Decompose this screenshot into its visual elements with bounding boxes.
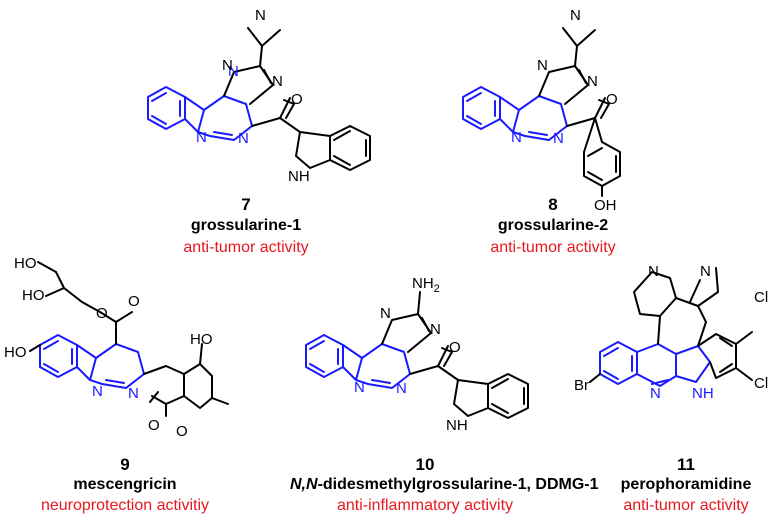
atom-N: N <box>430 321 441 338</box>
compound-name: perophoramidine <box>620 476 752 493</box>
atom-NH2: NH2 <box>412 275 440 295</box>
atom-N: N <box>92 383 103 400</box>
atom-O: O <box>606 91 618 108</box>
atom-N: N <box>354 379 365 396</box>
compound-name: mescengricin <box>73 476 177 493</box>
atom-NH: NH <box>446 417 468 434</box>
compound-activity: anti-tumor activity <box>490 239 616 256</box>
structure-9: HO HO HO O O N N HO O O <box>4 255 229 440</box>
atom-N: N <box>650 385 661 402</box>
compound-name-rest: -didesmethylgrossularine-1, DDMG-1 <box>317 476 599 493</box>
atom-HO: HO <box>14 255 37 272</box>
atom-N: N <box>587 73 598 90</box>
atom-N: N <box>222 57 233 74</box>
compound-name: N,N-didesmethylgrossularine-1, DDMG-1 <box>290 476 599 493</box>
compound-number: 9 <box>120 455 130 474</box>
atom-O: O <box>148 417 160 434</box>
atom-O: O <box>449 339 461 356</box>
atom-N: N <box>128 385 139 402</box>
structure-10: N N NH2 O N N NH <box>305 275 529 434</box>
caption-10: 10 N,N-didesmethylgrossularine-1, DDMG-1… <box>290 455 599 514</box>
atom-N: N <box>511 129 522 146</box>
atom-N: N <box>255 7 266 24</box>
compound-number: 7 <box>241 195 251 214</box>
atom-O: O <box>96 305 108 322</box>
atom-HO: HO <box>4 344 27 361</box>
atom-N: N <box>648 263 659 280</box>
atom-N: N <box>396 380 407 397</box>
atom-Cl: Cl <box>754 375 768 392</box>
atom-N: N <box>553 130 564 147</box>
atom-N: N <box>570 7 581 24</box>
compound-activity: anti-tumor activity <box>623 497 749 514</box>
atom-NH: NH <box>692 385 714 402</box>
atom-Cl: Cl <box>754 289 768 306</box>
atom-O: O <box>128 293 140 310</box>
structure-11: N N Cl Cl Br N NH <box>574 263 768 402</box>
caption-8: 8 grossularine-2 anti-tumor activity <box>478 196 628 256</box>
atom-N: N <box>238 130 249 147</box>
atom-NH: NH <box>288 168 310 185</box>
caption-11: 11 perophoramidine anti-tumor activity <box>600 456 772 514</box>
structure-8: N N N O N N OH <box>462 7 621 214</box>
compound-name-prefix: N,N <box>290 476 318 493</box>
compound-name: grossularine-1 <box>190 217 302 234</box>
atom-N: N <box>196 129 207 146</box>
atom-N: N <box>380 305 391 322</box>
atom-N: N <box>272 73 283 90</box>
caption-9: 9 mescengricin neuroprotection activitiy <box>20 456 230 514</box>
compound-activity: neuroprotection activitiy <box>40 497 210 514</box>
atom-O: O <box>291 91 303 108</box>
compound-name: grossularine-2 <box>497 217 609 234</box>
compound-activity: anti-inflammatory activity <box>336 497 514 514</box>
atom-HO: HO <box>22 287 45 304</box>
compound-number: 8 <box>548 195 558 214</box>
caption-7: 7 grossularine-1 anti-tumor activity <box>176 196 316 256</box>
atom-N: N <box>228 63 239 80</box>
compound-activity: anti-tumor activity <box>183 239 309 256</box>
compound-number: 10 <box>415 455 435 474</box>
atom-O: O <box>176 423 188 440</box>
structure-7: N N N N O N N NH <box>147 7 371 185</box>
atom-OH: OH <box>594 197 617 214</box>
atom-HO: HO <box>190 331 213 348</box>
atom-N: N <box>700 263 711 280</box>
atom-Br: Br <box>574 377 589 394</box>
compound-number: 11 <box>677 455 695 474</box>
atom-N: N <box>537 57 548 74</box>
